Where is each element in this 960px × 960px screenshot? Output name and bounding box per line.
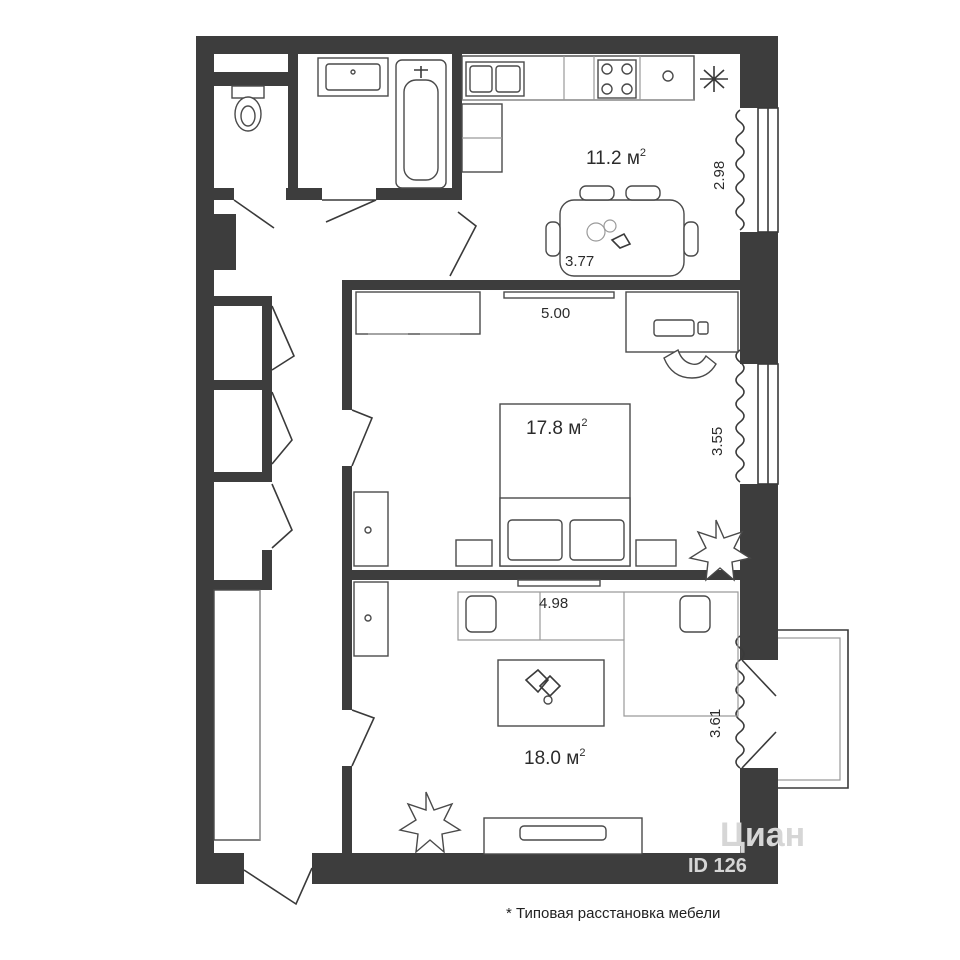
plant-bedroom: [688, 519, 752, 582]
living-width-dimension: 4.98: [539, 595, 568, 612]
outer-wall-bottom: [312, 853, 778, 884]
plant-living: [398, 791, 462, 854]
living-area-label: 18.0 м2: [524, 747, 585, 769]
curtains: [735, 109, 745, 769]
dresser-living: [353, 581, 389, 657]
closet-wall-2: [214, 380, 272, 390]
tv-stand-living: [483, 817, 643, 855]
walls: [196, 36, 778, 884]
room-labels: 11.2 м2 17.8 м2 18.0 м2: [524, 147, 646, 769]
desk: [625, 291, 739, 379]
entrance-door: [243, 867, 313, 906]
tv-bedroom: [503, 291, 615, 299]
kitchen-height-dimension: 2.98: [711, 161, 728, 190]
wardrobe-bedroom: [355, 291, 481, 335]
living-height-dimension: 3.61: [707, 709, 724, 738]
dining-table: [545, 185, 699, 277]
closet-wall-3: [214, 472, 272, 482]
bathtub: [395, 59, 447, 189]
outer-wall-right-3: [740, 484, 778, 660]
doors: [233, 199, 478, 906]
nightstands: [455, 539, 677, 567]
furniture: [213, 55, 752, 855]
toilet: [231, 85, 265, 132]
closet-wall-1: [214, 296, 272, 306]
bedroom-living-wall: [342, 570, 740, 580]
kitchen-bedroom-wall: [342, 280, 740, 290]
wc-bath-partition: [288, 54, 298, 192]
hallway-wardrobe: [213, 589, 261, 841]
bedroom-width-dimension: 5.00: [541, 305, 570, 322]
balcony: [778, 629, 849, 789]
outer-wall-right-4: [740, 768, 778, 884]
double-bed: [499, 403, 631, 567]
bath-kitchen-partition: [452, 54, 462, 200]
bedroom-area-label: 17.8 м2: [526, 417, 587, 439]
wc-bottom-wall-a: [214, 188, 234, 200]
bathroom-sink: [317, 57, 389, 97]
watermark-brand: Циан: [720, 816, 805, 854]
dimension-labels: 2.98 3.77 5.00 3.55 4.98 3.61: [539, 161, 728, 738]
kitchen-area-label: 11.2 м2: [586, 147, 646, 169]
living-left-wall-bottom: [342, 766, 352, 856]
closet-side-3: [262, 550, 272, 580]
corner-sofa: [457, 591, 739, 717]
snowflake-icon: [700, 66, 728, 92]
bedroom-left-wall-top: [342, 280, 352, 410]
furniture-footnote: * Типовая расстановка мебели: [506, 905, 720, 922]
wc-bottom-wall-b: [286, 188, 322, 200]
outer-wall-bottom-left: [196, 853, 244, 884]
kitchen-counter: [461, 55, 728, 173]
wc-top-wall: [214, 72, 294, 86]
kitchen-width-dimension: 3.77: [565, 253, 594, 270]
watermark-id: ID 126: [688, 855, 747, 877]
bedroom-height-dimension: 3.55: [709, 427, 726, 456]
outer-wall-right-1: [740, 36, 778, 108]
dresser-bedroom: [353, 491, 389, 567]
coffee-table: [497, 659, 605, 727]
closet-side-1: [262, 296, 272, 380]
outer-wall-right-2: [740, 232, 778, 364]
tv-living: [517, 579, 601, 587]
outer-wall-left: [196, 36, 214, 884]
hall-left-block: [214, 214, 236, 270]
balcony-door: [741, 659, 777, 769]
watermark: Циан ID 126: [688, 816, 805, 877]
bedroom-left-wall-bottom: [342, 466, 352, 710]
windows: [741, 107, 849, 789]
bath-bottom-wall: [376, 188, 458, 200]
closet-side-2: [262, 390, 272, 472]
outer-wall-top: [196, 36, 778, 54]
closet-wall-4: [214, 580, 272, 590]
